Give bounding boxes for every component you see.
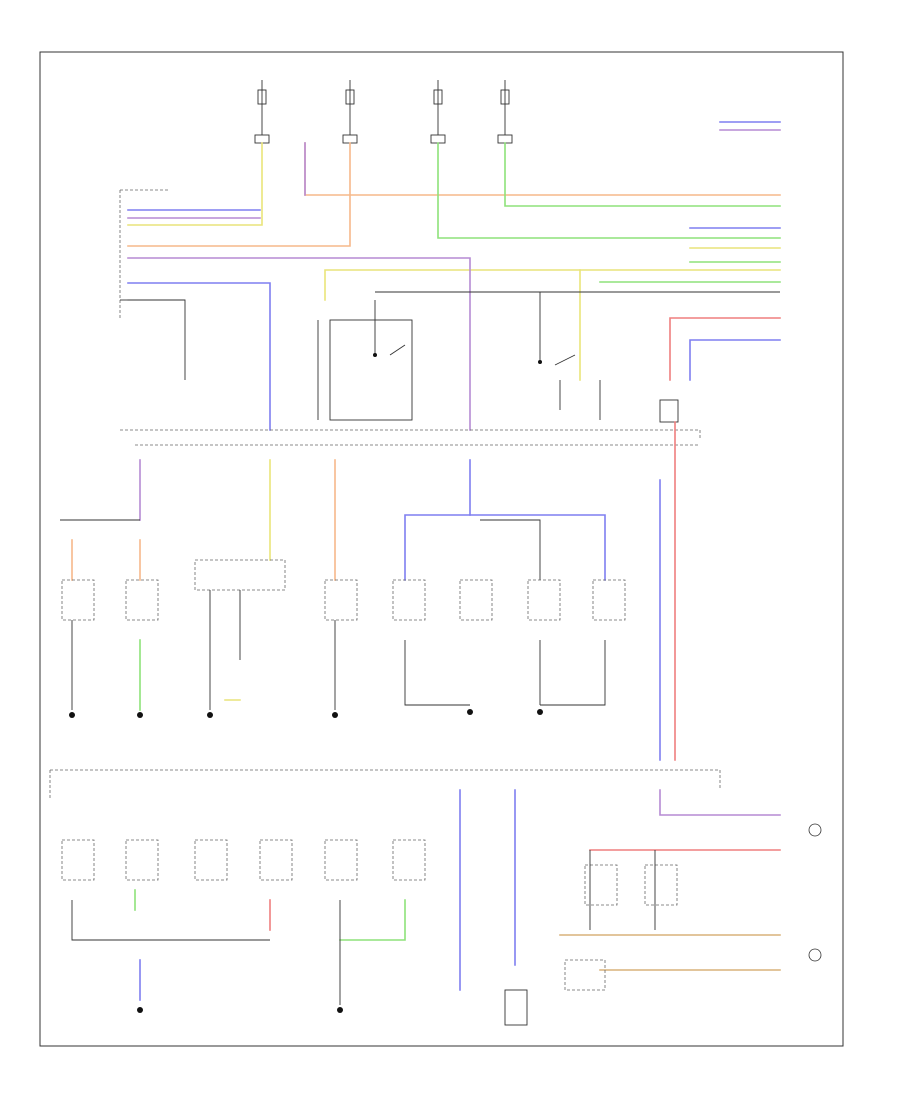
wire-yellow-mid xyxy=(324,269,781,301)
bottom-switch-modules xyxy=(61,839,678,1026)
wire-blue-loop xyxy=(404,514,606,581)
wire-green-right xyxy=(504,142,781,207)
wire-yellow-top-left xyxy=(127,142,263,226)
bottom-ground-points xyxy=(137,823,822,1013)
wire-green-top xyxy=(437,142,781,239)
mid-switch-modules xyxy=(61,559,626,710)
wire-ground-loops xyxy=(404,640,606,706)
center-switch-block xyxy=(317,292,601,421)
diagram-frame xyxy=(39,51,844,1047)
wire-black-left xyxy=(128,299,186,380)
junction-bus-top xyxy=(120,429,701,440)
wire-red-right xyxy=(669,317,781,381)
mid-ground-points xyxy=(69,709,543,718)
junction-bus-bottom xyxy=(50,769,721,790)
wire-green-bottom xyxy=(339,899,406,941)
wire-blue-main xyxy=(127,282,271,431)
wire-black-center xyxy=(480,519,541,580)
wire-orange-top xyxy=(304,142,781,196)
wire-violet-bottom xyxy=(659,789,781,816)
wire-orange-left xyxy=(127,142,351,247)
left-control-module xyxy=(119,189,170,320)
wire-blue-right xyxy=(689,339,781,381)
right-ground-box xyxy=(659,399,679,423)
wire-violet-left xyxy=(127,257,471,271)
top-fuse-group xyxy=(254,80,513,144)
wire-black-bottom xyxy=(71,900,341,1005)
